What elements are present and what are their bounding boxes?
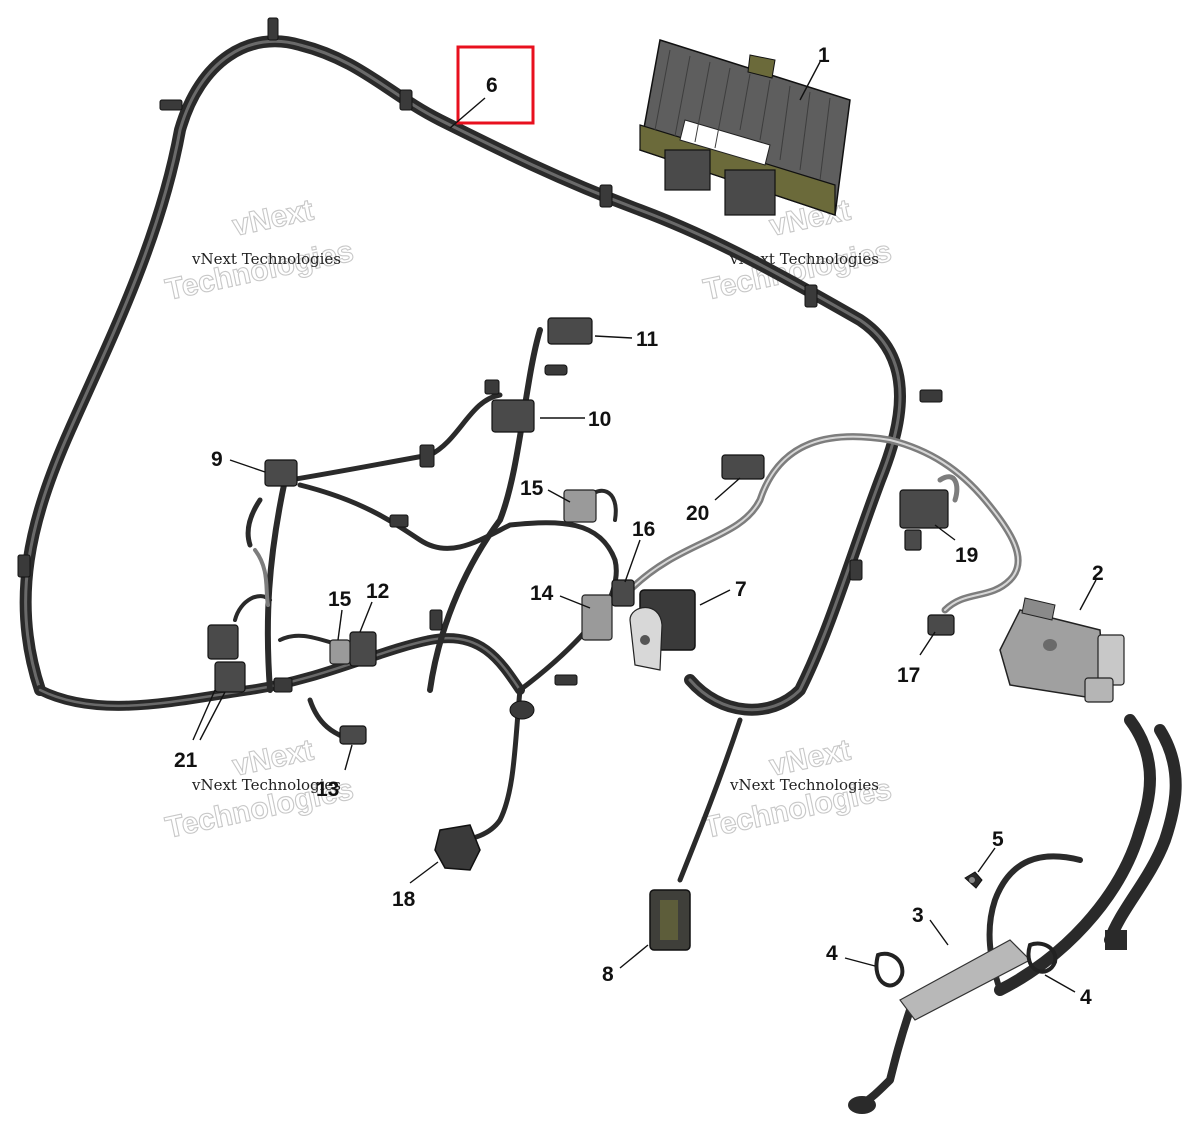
connector-part16[interactable] bbox=[611, 579, 635, 607]
harness-clip bbox=[554, 674, 578, 686]
harness-clip bbox=[484, 379, 500, 395]
callout-9: 9 bbox=[211, 448, 223, 471]
harness-clip bbox=[804, 284, 818, 308]
right-grey-harness[interactable] bbox=[626, 433, 1022, 614]
harness-clip bbox=[17, 554, 31, 578]
callout-1: 1 bbox=[818, 44, 830, 67]
callout-7: 7 bbox=[735, 578, 747, 601]
harness-clip bbox=[509, 700, 535, 720]
relay-part15-upper[interactable] bbox=[563, 489, 597, 523]
callout-6: 6 bbox=[486, 74, 498, 97]
harness-clip bbox=[849, 559, 863, 581]
ignition-harness[interactable] bbox=[848, 714, 1182, 1114]
callout-15-upper: 15 bbox=[520, 477, 544, 500]
svg-text:vNext Technologies: vNext Technologies bbox=[191, 776, 341, 794]
connector-part12[interactable] bbox=[349, 631, 377, 667]
callout-19: 19 bbox=[955, 544, 978, 567]
callout-labels: 1 2 3 4 4 5 6 7 8 9 10 11 12 13 14 15 15… bbox=[174, 44, 1104, 1009]
svg-text:vNext: vNext bbox=[230, 194, 317, 243]
callout-8: 8 bbox=[602, 963, 614, 986]
leader-lines bbox=[192, 61, 1097, 993]
connector-part17[interactable] bbox=[927, 614, 955, 636]
main-connector-part7[interactable] bbox=[629, 589, 696, 671]
harness-clip bbox=[599, 184, 613, 208]
callout-14: 14 bbox=[530, 582, 554, 605]
svg-text:Technologies: Technologies bbox=[163, 235, 357, 307]
callout-15-lower: 15 bbox=[328, 588, 352, 611]
harness-clip bbox=[399, 89, 413, 111]
svg-text:vNext Technologies: vNext Technologies bbox=[191, 250, 341, 268]
callout-20: 20 bbox=[686, 502, 709, 525]
connector-part10[interactable] bbox=[491, 399, 535, 433]
callout-12: 12 bbox=[366, 580, 389, 603]
hose-clamp-right[interactable] bbox=[1026, 941, 1058, 974]
diagnostic-connector-part8[interactable] bbox=[649, 889, 691, 951]
harness-clip bbox=[389, 514, 409, 528]
harness-clip bbox=[419, 444, 435, 468]
connector-part11[interactable] bbox=[547, 317, 593, 345]
sensor-part13[interactable] bbox=[339, 725, 367, 745]
connector-part20[interactable] bbox=[721, 454, 765, 480]
hose-clamp-left[interactable] bbox=[874, 951, 905, 988]
connector-part19[interactable] bbox=[899, 489, 949, 551]
harness-clip bbox=[267, 17, 279, 41]
callout-10: 10 bbox=[588, 408, 611, 431]
ecm-module[interactable] bbox=[639, 39, 851, 216]
callout-3: 3 bbox=[912, 904, 924, 927]
callout-16: 16 bbox=[632, 518, 655, 541]
harness-clip bbox=[919, 389, 943, 403]
watermark-top-left: vNext Technologies vNext Technologies bbox=[162, 193, 357, 307]
harness-clips bbox=[17, 17, 943, 720]
small-clip-part5[interactable] bbox=[964, 871, 983, 889]
connector-part9[interactable] bbox=[264, 459, 298, 487]
callout-5: 5 bbox=[992, 828, 1004, 851]
sensor-module[interactable] bbox=[999, 597, 1125, 703]
callout-13: 13 bbox=[316, 778, 339, 801]
callout-18: 18 bbox=[392, 888, 416, 911]
svg-text:vNext Technologies: vNext Technologies bbox=[729, 776, 879, 794]
connectors-part21[interactable] bbox=[207, 624, 246, 693]
connector-part18[interactable] bbox=[434, 824, 481, 871]
harness-clip bbox=[544, 364, 568, 376]
highlight-box bbox=[456, 45, 535, 125]
relay-part15-lower[interactable] bbox=[329, 639, 351, 665]
callout-11: 11 bbox=[636, 328, 659, 351]
harness-clip bbox=[159, 99, 183, 111]
connector-part14[interactable] bbox=[581, 594, 613, 641]
callout-2: 2 bbox=[1092, 562, 1104, 585]
callout-17: 17 bbox=[897, 664, 920, 687]
callout-4-right: 4 bbox=[1080, 986, 1092, 1009]
harness-clip bbox=[273, 677, 293, 693]
callout-21: 21 bbox=[174, 749, 198, 772]
callout-4-left: 4 bbox=[826, 942, 838, 965]
harness-clip bbox=[429, 609, 443, 631]
